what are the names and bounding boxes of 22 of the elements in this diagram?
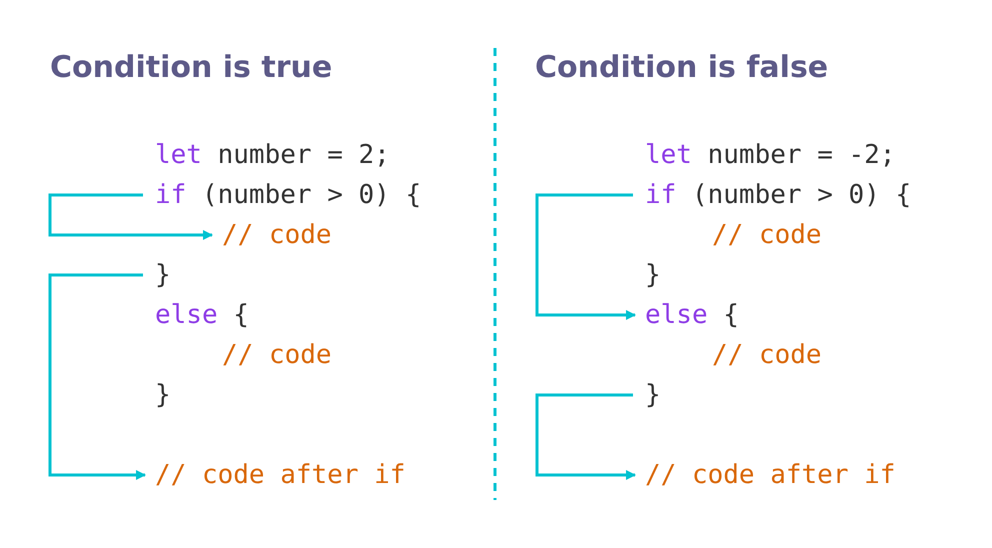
panel-title: Condition is false <box>535 50 828 85</box>
flow-arrow <box>536 194 636 320</box>
code-line: // code <box>712 339 822 372</box>
code-line: } <box>155 379 171 412</box>
panel-title: Condition is true <box>50 50 332 85</box>
code-line: else { <box>155 299 249 332</box>
code-line: } <box>155 257 171 293</box>
code-line: if (number > 0) { <box>155 177 422 213</box>
code-line: } <box>645 377 661 413</box>
code-line: let number = -2; <box>645 139 896 172</box>
code-line: // code <box>222 339 332 372</box>
flow-arrow <box>48 274 146 480</box>
code-line: let number = 2; <box>155 139 390 172</box>
code-line: // code <box>222 217 332 253</box>
code-line: // code after if <box>645 457 896 493</box>
code-line: else { <box>645 297 739 333</box>
flow-arrow <box>48 194 213 240</box>
code-line: } <box>645 259 661 292</box>
code-line: // code <box>712 219 822 252</box>
code-line: if (number > 0) { <box>645 177 912 213</box>
code-line: // code after if <box>155 457 406 493</box>
flow-arrow <box>536 394 636 480</box>
